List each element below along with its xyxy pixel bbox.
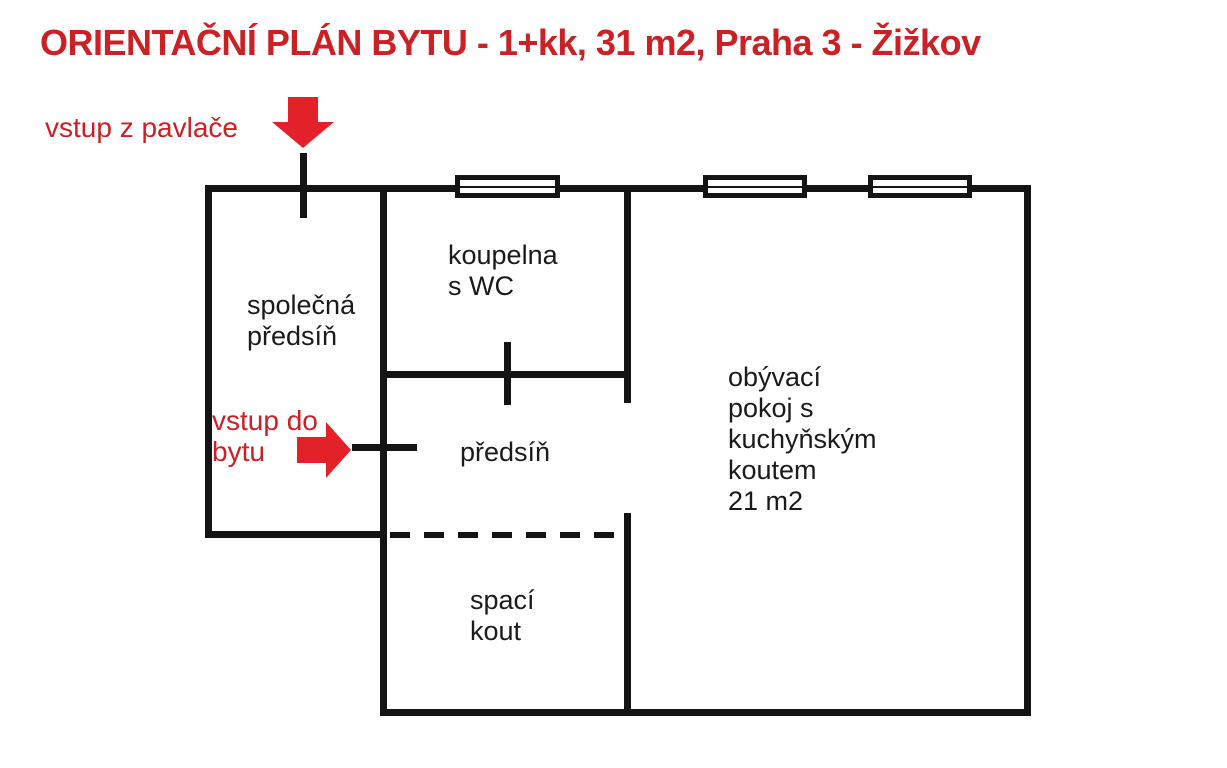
window-pane-line bbox=[460, 185, 555, 188]
wall-common-hall-bottom bbox=[205, 531, 387, 538]
entry-right-arrow-icon bbox=[297, 422, 351, 478]
page-title: ORIENTAČNÍ PLÁN BYTU - 1+kk, 31 m2, Prah… bbox=[40, 22, 981, 63]
door-mark-bathroom bbox=[504, 342, 511, 405]
entry-from-gallery-label: vstup z pavlače bbox=[45, 112, 238, 143]
door-mark-gallery-entrance bbox=[300, 153, 307, 218]
wall-right-outer bbox=[1024, 185, 1031, 716]
wall-stub-lower bbox=[624, 513, 631, 716]
window-symbol-1 bbox=[455, 175, 560, 198]
wall-bottom-outer bbox=[380, 709, 1031, 716]
room-label-living-room: obývací pokoj s kuchyňským koutem 21 m2 bbox=[728, 362, 877, 516]
entry-to-flat-label: vstup do bytu bbox=[212, 405, 318, 467]
window-symbol-2 bbox=[703, 175, 807, 198]
room-label-hallway: předsíň bbox=[460, 437, 551, 467]
entry-down-arrow-icon bbox=[272, 97, 334, 148]
door-mark-flat-entrance bbox=[352, 444, 417, 451]
wall-top-outer bbox=[205, 185, 1031, 192]
window-pane-line bbox=[708, 185, 802, 188]
room-label-sleeping-nook: spací kout bbox=[470, 585, 535, 646]
window-pane-line bbox=[873, 185, 967, 188]
room-label-bathroom: koupelna s WC bbox=[448, 240, 558, 301]
room-label-common-hall: společná předsíň bbox=[247, 290, 356, 351]
window-symbol-3 bbox=[868, 175, 972, 198]
wall-left-outer bbox=[205, 185, 212, 538]
dashed-partition bbox=[390, 532, 628, 538]
wall-stub-upper bbox=[624, 185, 631, 403]
